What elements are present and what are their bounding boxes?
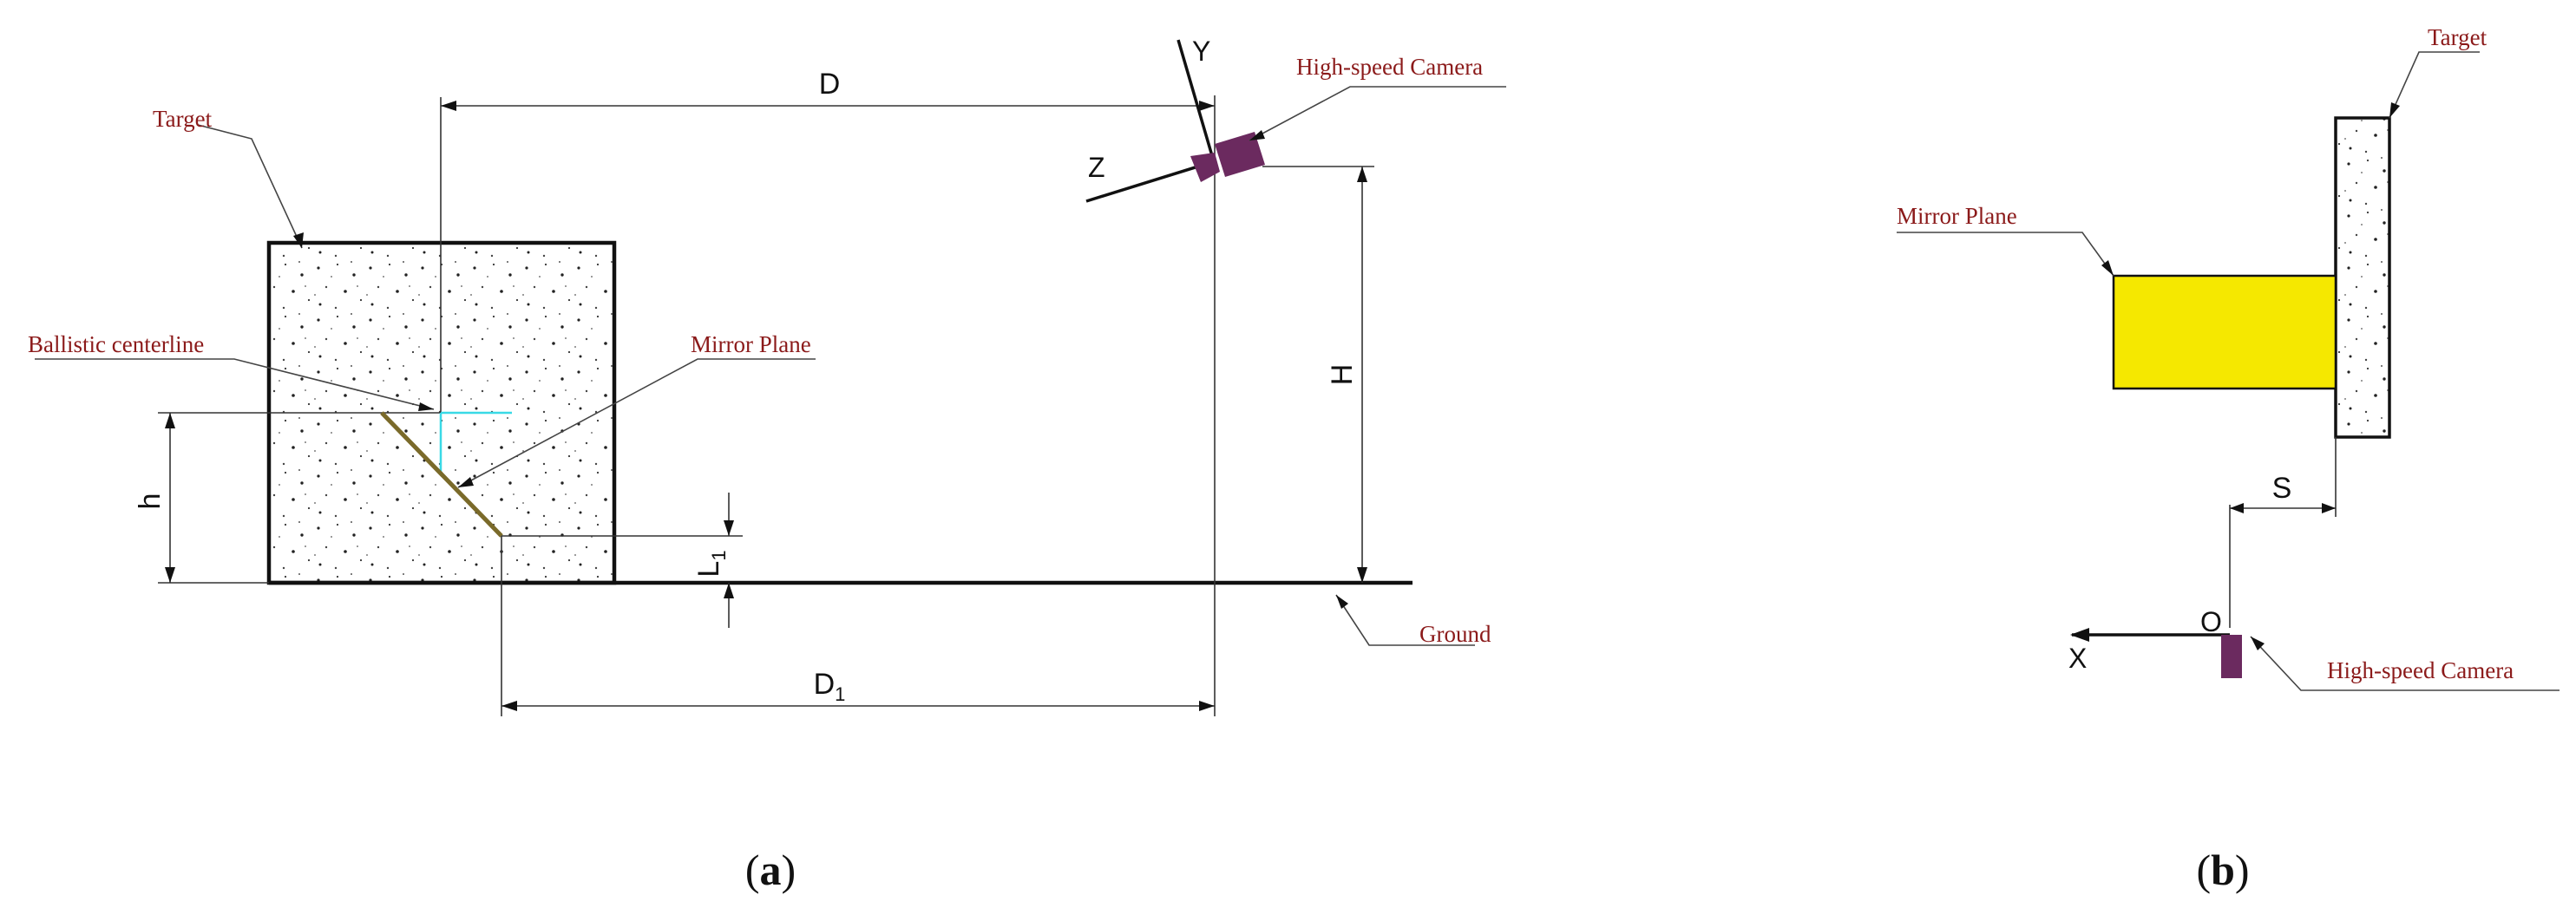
panel-a: h L1 D D1 H [28,36,1506,894]
mirror-leader-b [1897,232,2114,277]
s-label: S [2272,472,2292,505]
mirror-plane-a [380,411,503,538]
z-axis-line [1085,160,1216,203]
target-label-b: Target [2428,24,2488,50]
d1-label: D1 [814,668,846,705]
ground-leader [1335,594,1475,646]
high-speed-camera-a [1085,39,1265,203]
camera-label-a: High-speed Camera [1296,54,1483,80]
target-leader-a [197,124,303,249]
z-axis-label: Z [1088,152,1105,183]
y-axis-label: Y [1192,36,1210,67]
mirror-plane-label-a: Mirror Plane [691,331,811,357]
l1-label: L1 [692,550,730,577]
camera-label-b: High-speed Camera [2327,657,2514,683]
caption-a: (a) [745,846,796,894]
h-label: h [134,493,167,510]
d-label: D [819,68,841,101]
camera-leader-b [2250,636,2560,691]
ballistic-centerline-label: Ballistic centerline [28,331,204,357]
target-block-b [2334,116,2391,439]
panel-b: S X O Target Mirror Plane High-speed Cam… [1897,24,2560,894]
x-axis-label: X [2068,643,2087,674]
svg-text:L1: L1 [692,550,730,577]
camera-leader-a [1249,86,1506,141]
mirror-leader-a [457,358,816,488]
y-axis-line [1177,39,1216,166]
h-upper-label: H [1326,364,1359,386]
target-label-a: Target [153,106,213,132]
target-leader-b [2389,51,2480,119]
camera-body-b [2221,635,2242,678]
ballistic-leader [35,358,435,410]
camera-lens-a [1190,153,1220,182]
caption-b: (b) [2196,846,2249,894]
origin-label: O [2200,606,2222,637]
camera-body-a [1215,132,1265,177]
ground-label: Ground [1419,621,1491,647]
mirror-plane-label-b: Mirror Plane [1897,203,2017,229]
mirror-plane-b [2112,274,2337,390]
